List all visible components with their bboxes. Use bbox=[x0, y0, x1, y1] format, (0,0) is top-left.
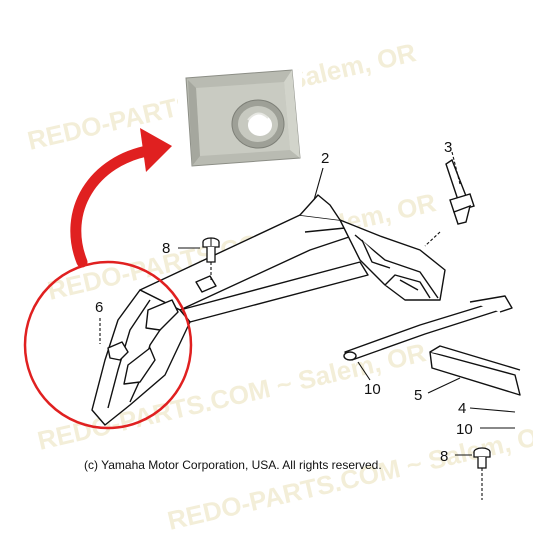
speed-nut-photo bbox=[178, 69, 302, 167]
callout-6: 6 bbox=[95, 299, 103, 316]
rivet-part-3 bbox=[445, 158, 475, 225]
curved-arrow-icon bbox=[70, 128, 172, 268]
highlight-circle bbox=[23, 260, 193, 430]
callout-4: 4 bbox=[458, 400, 466, 417]
callout-10-right: 10 bbox=[456, 421, 473, 438]
callout-5: 5 bbox=[414, 387, 422, 404]
callout-8-bottom: 8 bbox=[440, 448, 448, 465]
callout-3: 3 bbox=[444, 139, 452, 156]
copyright-notice: (c) Yamaha Motor Corporation, USA. All r… bbox=[84, 458, 382, 472]
watermark-bottom: REDO-PARTS.COM ~ Salem, OR bbox=[165, 417, 533, 533]
leader-lines bbox=[99, 151, 516, 500]
rail-assembly bbox=[343, 295, 521, 396]
callout-10-bar: 10 bbox=[364, 381, 381, 398]
callout-8-top: 8 bbox=[162, 240, 170, 257]
callout-2: 2 bbox=[321, 150, 329, 167]
screw-part-8-bottom bbox=[473, 447, 491, 469]
